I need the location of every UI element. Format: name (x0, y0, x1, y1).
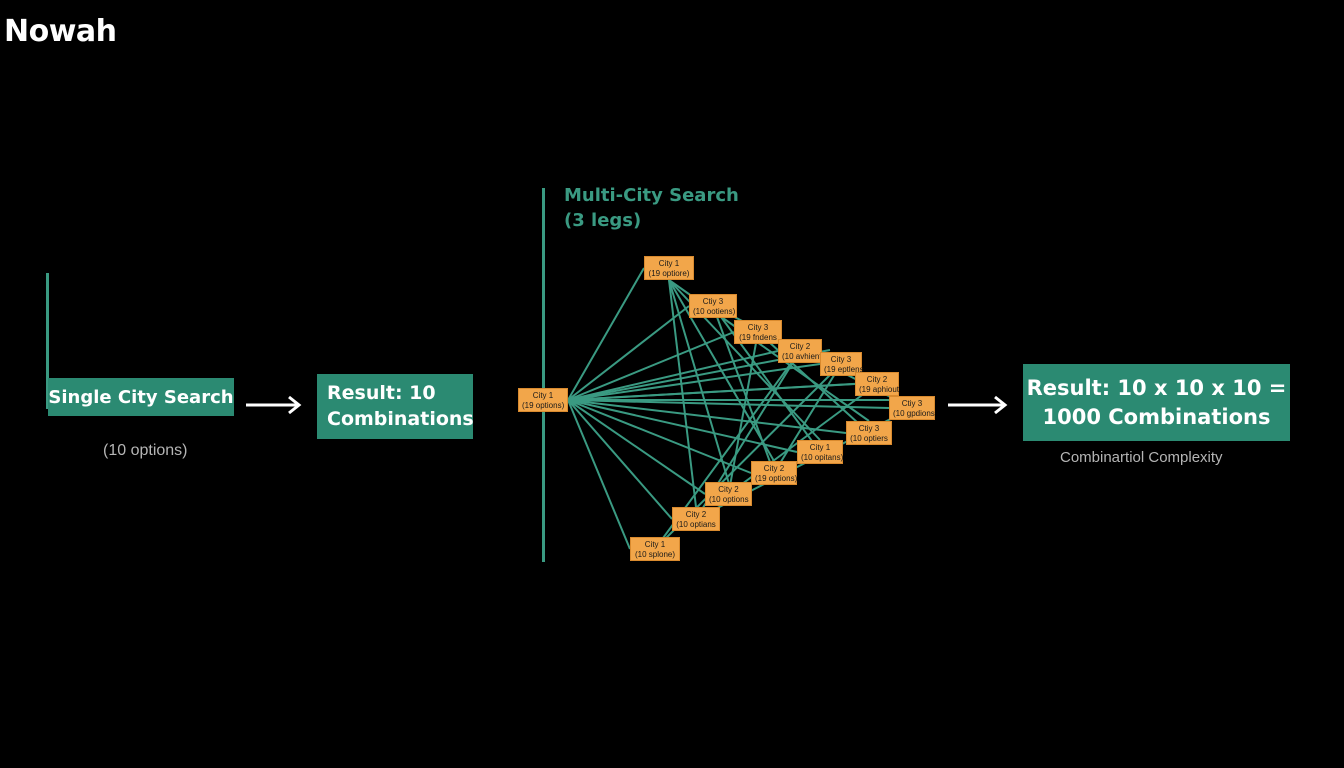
connector-line (567, 305, 690, 401)
single-vertical-line (46, 273, 49, 409)
city-node: City 3(19 fndens (734, 320, 782, 344)
connector-line (567, 399, 706, 495)
connector-line (567, 331, 735, 401)
single-result-box: Result: 10 Combinations (317, 374, 474, 439)
arrow-right-icon (246, 395, 302, 415)
node-city-name: Ctiy 3 (702, 297, 724, 306)
multi-title-line2: (3 legs) (564, 210, 642, 231)
node-city-name: Ctiy 3 (901, 399, 923, 408)
multi-title-line1: Multi-City Search (564, 185, 739, 206)
complexity-caption: Combinartiol Complexity (1060, 449, 1223, 466)
node-city-options: (10 options (709, 495, 749, 504)
connector-line (567, 399, 631, 550)
connector-line (567, 399, 798, 453)
single-options-label: (10 options) (103, 442, 188, 459)
multi-result-box: Result: 10 x 10 x 10 = 1000 Combinations (1023, 364, 1290, 441)
node-city-options: (19 options) (755, 474, 798, 483)
node-city-name: City 2 (866, 375, 888, 384)
connector-line (567, 399, 673, 520)
single-result-line2: Combinations (327, 408, 474, 430)
city-node: City 2(19 aphiout (855, 372, 899, 396)
arrow-right-icon (948, 395, 1008, 415)
node-city-name: City 1 (809, 443, 831, 452)
single-result-line1: Result: 10 (327, 382, 436, 404)
node-city-name: Ctiy 3 (858, 424, 880, 433)
multi-result-line1: Result: 10 x 10 x 10 = (1026, 375, 1287, 400)
connector-line (668, 279, 730, 483)
connector-line (567, 399, 890, 409)
node-city-options: (10 gpdions (893, 409, 935, 418)
city-node: Ctiy 3(10 gpdions (889, 396, 935, 420)
node-city-name: City 1 (658, 259, 680, 268)
node-city-name: City 3 (830, 355, 852, 364)
node-city-options: (10 ootiens) (693, 307, 736, 316)
single-city-search-label: Single City Search (48, 386, 234, 408)
city-node: City 2(10 options (705, 482, 752, 506)
node-city-options: (10 avhient (782, 352, 822, 361)
multi-result-line2: 1000 Combinations (1042, 404, 1271, 429)
node-city-name: City 1 (532, 391, 554, 400)
city-node: City 2(10 optians (672, 507, 720, 531)
node-city-options: (19 aphiout (859, 385, 900, 394)
node-city-name: City 1 (644, 540, 666, 549)
node-city-name: City 3 (747, 323, 769, 332)
node-city-options: (19 options) (522, 401, 565, 410)
connector-line (727, 331, 759, 495)
connector-line (567, 363, 821, 401)
node-city-options: (19 eptlens (824, 365, 864, 374)
node-city-name: City 2 (763, 464, 785, 473)
multi-vertical-line (542, 188, 545, 562)
city-node: City 1(10 splone) (630, 537, 680, 561)
single-city-search-box: Single City Search (48, 378, 234, 416)
connector-line (567, 382, 871, 401)
start-city-node: City 1(19 options) (518, 388, 568, 412)
node-city-options: (10 splone) (634, 550, 676, 559)
node-city-options: (19 optiore) (648, 269, 690, 278)
city-node: City 2(10 avhient (778, 339, 822, 363)
connector-line (567, 399, 847, 434)
node-city-options: (10 opitans) (801, 453, 844, 462)
node-city-options: (19 fndens (739, 333, 777, 342)
city-node: Ctiy 3(10 optiers (846, 421, 892, 445)
connector-line (773, 363, 842, 474)
city-node: City 1(19 optiore) (644, 256, 694, 280)
multi-city-title: Multi-City Search (3 legs) (564, 183, 739, 233)
city-node: City 1(10 opitans) (797, 440, 843, 464)
node-city-name: City 2 (685, 510, 707, 519)
brand-logo: Nowah (4, 14, 117, 49)
connector-line (567, 267, 645, 401)
node-city-name: City 2 (718, 485, 739, 494)
city-node: City 2(19 options) (751, 461, 797, 485)
city-node: Ctiy 3(10 ootiens) (689, 294, 737, 318)
node-city-options: (10 optiers (850, 434, 888, 443)
node-city-name: City 2 (789, 342, 811, 351)
connector-line (757, 331, 870, 434)
node-city-options: (10 optians (676, 520, 716, 529)
